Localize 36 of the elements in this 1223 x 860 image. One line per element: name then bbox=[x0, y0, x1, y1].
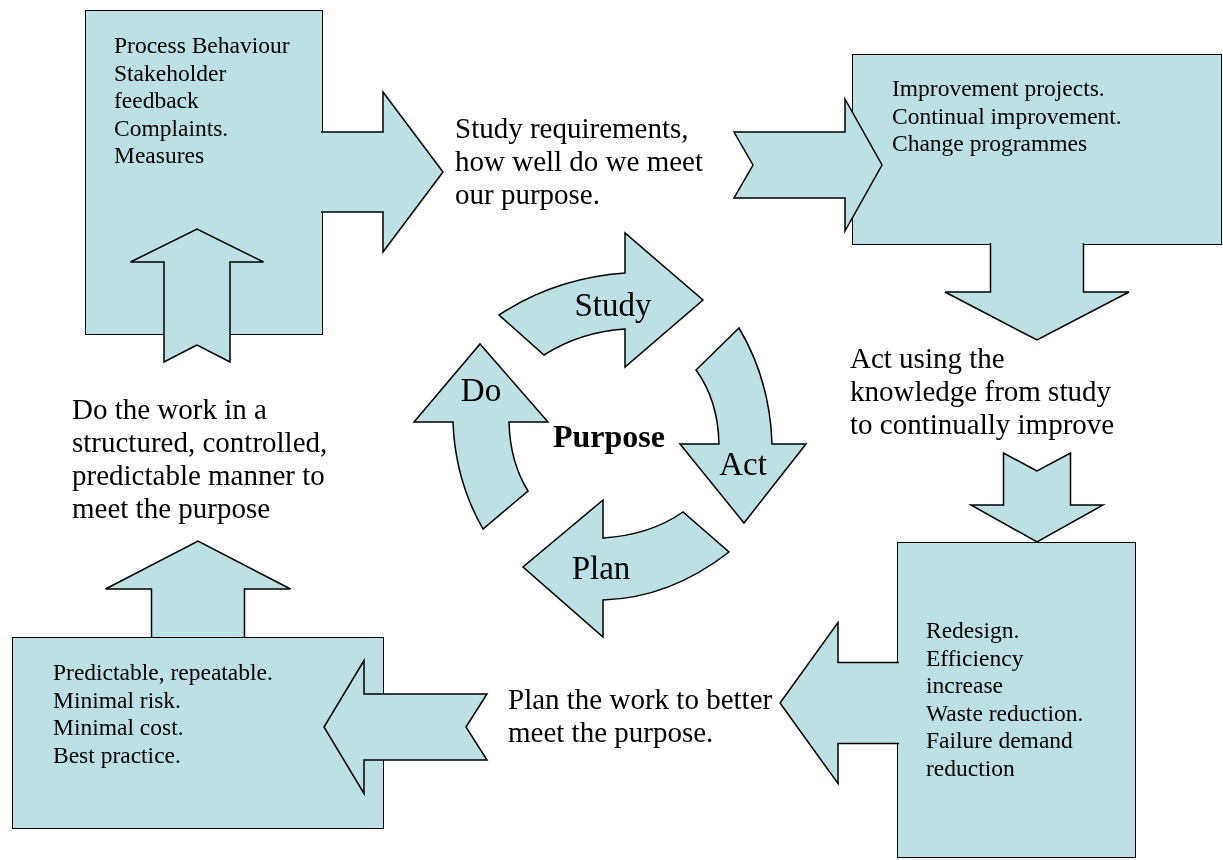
panel-text: Failure demand reduction bbox=[926, 727, 1074, 783]
annotation-text: Act using the knowledge from study to continually improve bbox=[850, 342, 1116, 441]
panel-text: Efficiency increase bbox=[926, 644, 1025, 700]
block-arrow bbox=[732, 96, 883, 234]
panel-text: Complaints. bbox=[114, 114, 230, 143]
annotation-text: Study requirements, how well do we meet our purpose. bbox=[455, 112, 705, 211]
text-panel bbox=[852, 54, 1222, 245]
text-panel bbox=[85, 10, 323, 335]
block-arrow bbox=[129, 228, 265, 364]
panel-text: Continual improvement. bbox=[892, 102, 1123, 131]
panel-text: Measures bbox=[114, 142, 206, 170]
text-panel bbox=[897, 542, 1136, 858]
cycle-label: Do bbox=[460, 371, 502, 409]
block-arrow bbox=[320, 89, 444, 255]
annotation-text: Plan the work to better meet the purpose. bbox=[508, 683, 774, 749]
center-label: Purpose bbox=[553, 418, 665, 454]
panel-text: Process Behaviour bbox=[114, 32, 291, 60]
text-panel bbox=[12, 637, 384, 829]
cycle-label: Study bbox=[574, 286, 652, 324]
block-arrow bbox=[968, 451, 1106, 543]
panel-text: Waste reduction. bbox=[926, 699, 1085, 728]
cycle-label: Act bbox=[719, 445, 767, 483]
block-arrow bbox=[104, 540, 292, 638]
panel-text: Change programmes bbox=[892, 130, 1089, 158]
block-arrow bbox=[944, 242, 1130, 341]
block-arrow bbox=[323, 657, 489, 797]
block-arrow bbox=[779, 620, 900, 786]
cycle-label: Plan bbox=[571, 549, 631, 587]
panel-text: Redesign. bbox=[926, 617, 1021, 645]
panel-text: Minimal risk. bbox=[53, 686, 182, 715]
annotation-text: Do the work in a structured, controlled, predictable manner to meet the purpose bbox=[72, 393, 329, 525]
panel-text: Predictable, repeatable. bbox=[53, 659, 274, 687]
panel-text: Minimal cost. bbox=[53, 714, 185, 742]
panel-text: Stakeholder feedback bbox=[114, 59, 228, 115]
panel-text: Improvement projects. bbox=[892, 75, 1106, 103]
panel-text: Best practice. bbox=[53, 741, 182, 770]
